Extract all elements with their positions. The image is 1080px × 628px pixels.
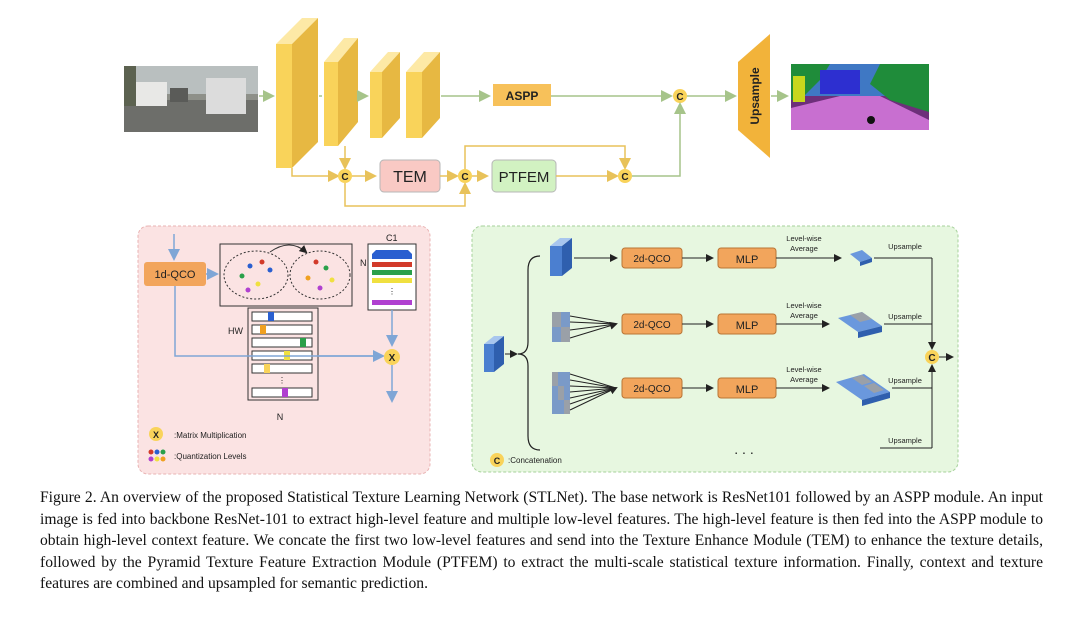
n-label-top: N [360, 258, 367, 268]
svg-text:Upsample: Upsample [888, 376, 922, 385]
input-image [124, 66, 258, 132]
tem-block: TEM [379, 159, 441, 193]
backbone-feature-block-1 [276, 18, 318, 168]
legend-matrix-multiplication: :Matrix Multiplication [174, 431, 246, 440]
hw-label: HW [228, 326, 243, 336]
concat-node-ptfem-in: C [458, 169, 472, 183]
svg-text:Average: Average [790, 244, 818, 253]
svg-text:X: X [153, 430, 159, 440]
legend-concatenation: :Concatenation [508, 456, 562, 465]
figure-caption: Figure 2. An overview of the proposed St… [40, 489, 1043, 592]
svg-text:MLP: MLP [736, 254, 759, 266]
svg-text:Average: Average [790, 311, 818, 320]
concat-node-texture-out: C [618, 169, 632, 183]
qco-1d-label: 1d-QCO [155, 269, 196, 281]
ptfem-block: PTFEM [491, 159, 557, 193]
backbone-feature-block-2 [324, 38, 358, 146]
svg-text:X: X [389, 353, 396, 364]
svg-text:Upsample: Upsample [888, 242, 922, 251]
svg-text:Average: Average [790, 375, 818, 384]
svg-text:C: C [621, 172, 628, 183]
svg-text:C: C [461, 172, 468, 183]
ptfem-label: PTFEM [499, 169, 550, 186]
ptfem-detail-panel: 2d-QCO MLP Level-wise Average Upsample 2… [471, 225, 959, 473]
svg-text:C: C [928, 353, 935, 364]
ptfem-ellipsis: . . . [734, 441, 753, 457]
matrix-multiplication-node: X [384, 349, 400, 365]
svg-text:2d-QCO: 2d-QCO [633, 384, 670, 395]
upsample-label: Upsample [748, 67, 762, 125]
backbone-feature-block-4 [406, 52, 440, 138]
svg-text:C: C [494, 456, 501, 466]
upsample-block: Upsample [738, 34, 770, 158]
segmentation-output [791, 64, 929, 130]
ptfem-concat-node: C [925, 350, 939, 364]
n-label-bottom: N [277, 412, 284, 422]
backbone-feature-block-3 [370, 52, 400, 138]
stlnet-figure: ASPP C Upsample C TEM C P [124, 18, 959, 475]
svg-text:2d-QCO: 2d-QCO [633, 320, 670, 331]
svg-text:Level-wise: Level-wise [786, 365, 821, 374]
svg-text:MLP: MLP [736, 320, 759, 332]
tem-detail-panel: 1d-QCO C1 N ⋮ HW [137, 225, 431, 475]
svg-text:⋮: ⋮ [278, 376, 286, 385]
svg-text:⋮: ⋮ [388, 287, 396, 296]
svg-text:2d-QCO: 2d-QCO [633, 254, 670, 265]
svg-text:C: C [341, 172, 348, 183]
svg-text:MLP: MLP [736, 384, 759, 396]
svg-text:Level-wise: Level-wise [786, 301, 821, 310]
legend-quantization-levels: :Quantization Levels [174, 452, 247, 461]
concat-node-top: C [673, 89, 687, 103]
concat-node-tem-in: C [338, 169, 352, 183]
tem-label: TEM [393, 169, 427, 186]
svg-text:Upsample: Upsample [888, 312, 922, 321]
qco-1d-block: 1d-QCO [144, 262, 206, 286]
aspp-label: ASPP [506, 89, 539, 103]
aspp-block: ASPP [493, 84, 551, 106]
svg-text:Level-wise: Level-wise [786, 234, 821, 243]
svg-text:Upsample: Upsample [888, 436, 922, 445]
c1-label: C1 [386, 233, 398, 243]
svg-text:C: C [676, 92, 683, 103]
